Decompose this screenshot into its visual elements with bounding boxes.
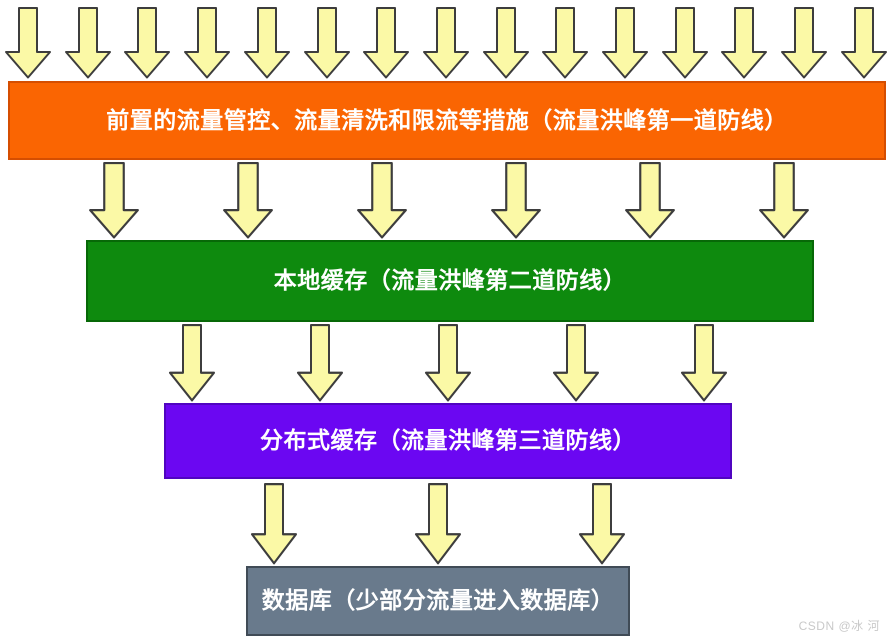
down-arrow-icon — [251, 483, 297, 565]
down-arrow-icon — [482, 7, 529, 79]
layer-box-distributed-cache: 分布式缓存（流量洪峰第三道防线） — [164, 403, 732, 479]
down-arrow-icon — [297, 324, 343, 402]
csdn-watermark: CSDN @冰 河 — [798, 619, 880, 633]
down-arrow-icon — [89, 162, 139, 239]
arrow-row-incoming-traffic — [4, 7, 888, 79]
down-arrow-icon — [840, 7, 887, 79]
arrow-row-to-local-cache — [88, 162, 810, 239]
down-arrow-icon — [184, 7, 231, 79]
down-arrow-icon — [579, 483, 625, 565]
down-arrow-icon — [781, 7, 828, 79]
down-arrow-icon — [415, 483, 461, 565]
down-arrow-icon — [721, 7, 768, 79]
down-arrow-icon — [425, 324, 471, 402]
down-arrow-icon — [759, 162, 809, 239]
down-arrow-icon — [303, 7, 350, 79]
layer-box-pre-traffic-control: 前置的流量管控、流量清洗和限流等措施（流量洪峰第一道防线） — [8, 81, 886, 160]
down-arrow-icon — [223, 162, 273, 239]
arrow-row-to-distributed-cache — [168, 324, 728, 402]
down-arrow-icon — [491, 162, 541, 239]
down-arrow-icon — [5, 7, 51, 79]
down-arrow-icon — [681, 324, 727, 402]
layer-box-database: 数据库（少部分流量进入数据库） — [246, 566, 630, 636]
down-arrow-icon — [169, 324, 215, 402]
down-arrow-icon — [357, 162, 407, 239]
layer-box-local-cache: 本地缓存（流量洪峰第二道防线） — [86, 240, 814, 322]
layer-label-pre-traffic-control: 前置的流量管控、流量清洗和限流等措施（流量洪峰第一道防线） — [106, 106, 788, 133]
layer-label-database: 数据库（少部分流量进入数据库） — [261, 587, 615, 614]
layer-label-local-cache: 本地缓存（流量洪峰第二道防线） — [273, 267, 627, 294]
layer-label-distributed-cache: 分布式缓存（流量洪峰第三道防线） — [260, 427, 636, 454]
down-arrow-icon — [602, 7, 649, 79]
down-arrow-icon — [124, 7, 171, 79]
down-arrow-icon — [422, 7, 469, 79]
down-arrow-icon — [64, 7, 111, 79]
down-arrow-icon — [363, 7, 410, 79]
down-arrow-icon — [542, 7, 589, 79]
down-arrow-icon — [243, 7, 290, 79]
down-arrow-icon — [625, 162, 675, 239]
down-arrow-icon — [661, 7, 708, 79]
down-arrow-icon — [553, 324, 599, 402]
arrow-row-to-database — [250, 483, 626, 565]
